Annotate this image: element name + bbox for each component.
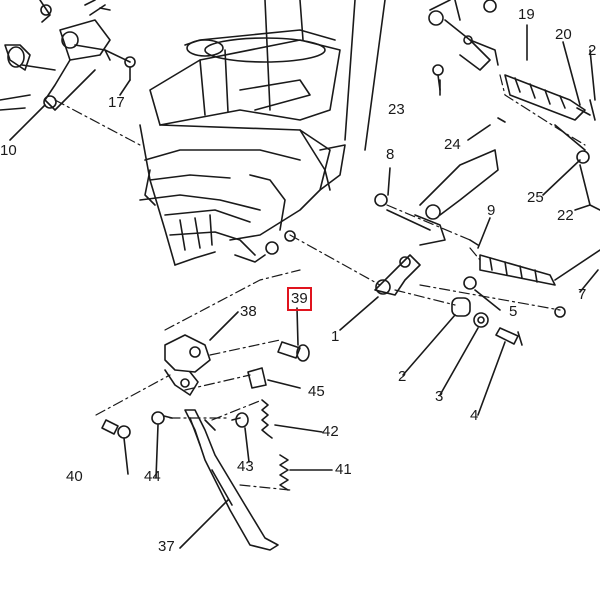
part-number-2[interactable]: 2 [398,368,407,385]
part-number-45[interactable]: 45 [308,383,325,400]
part-number-5[interactable]: 5 [509,303,518,320]
collar [451,297,471,317]
part-number-40[interactable]: 40 [66,468,83,485]
sidestand-assembly [101,334,310,551]
part-number-43[interactable]: 43 [237,458,254,475]
part-number-44[interactable]: 44 [144,468,161,485]
part-number-38[interactable]: 38 [240,303,257,320]
pivot-parts [374,254,523,346]
part-number-39[interactable]: 39 [291,290,308,307]
part-number-24[interactable]: 24 [444,136,461,153]
part-number-8[interactable]: 8 [386,146,395,163]
part-number-41[interactable]: 41 [335,461,352,478]
right-rider-footrest [374,124,600,318]
part-number-3[interactable]: 3 [435,388,444,405]
part-number-2-top[interactable]: 2 [588,42,597,59]
part-number-37[interactable]: 37 [158,538,175,555]
right-passenger-footrest [428,0,596,123]
alignment-lines [54,74,586,491]
leader-lines [9,24,599,549]
part-number-22[interactable]: 22 [557,207,574,224]
frame-assembly [0,0,386,266]
part-number-10[interactable]: 10 [0,142,17,159]
part-number-25[interactable]: 25 [527,189,544,206]
part-number-4[interactable]: 4 [470,407,479,424]
part-number-9[interactable]: 9 [487,202,496,219]
part-number-20[interactable]: 20 [555,26,572,43]
part-number-17[interactable]: 17 [108,94,125,111]
left-footrest-bracket [4,0,136,111]
part-number-19[interactable]: 19 [518,6,535,23]
part-number-7[interactable]: 7 [578,286,587,303]
part-number-23[interactable]: 23 [388,101,405,118]
part-number-1[interactable]: 1 [331,328,340,345]
part-number-42[interactable]: 42 [322,423,339,440]
